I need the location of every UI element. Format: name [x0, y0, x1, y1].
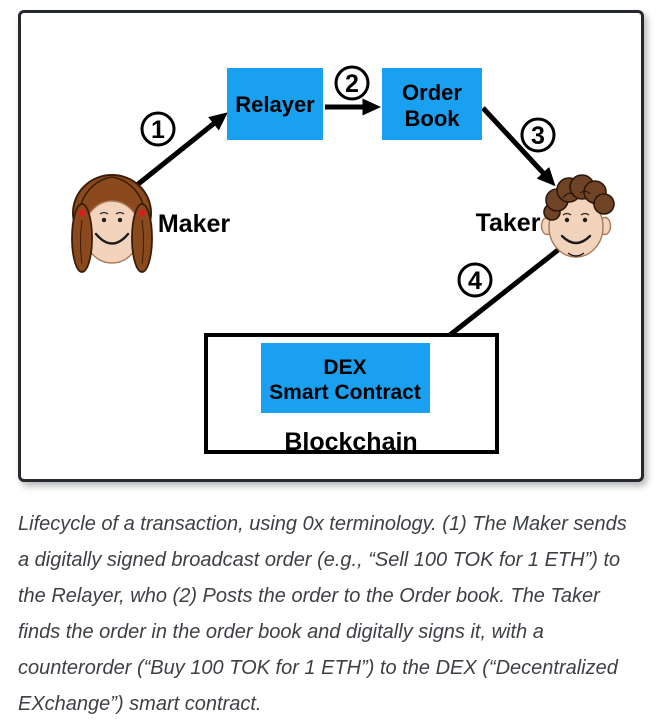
step-3-number: 3: [531, 122, 545, 150]
step-4-number: 4: [468, 267, 482, 295]
order-book-label-line1: Order: [402, 80, 462, 105]
order-book-label-line2: Book: [405, 106, 461, 131]
maker-hair-tie-right: [138, 209, 146, 217]
blockchain-container: DEX Smart Contract Blockchain: [204, 333, 499, 456]
taker-face-icon: [540, 174, 615, 258]
dex-label-line1: DEX: [323, 356, 366, 379]
step-2-badge: 2: [334, 65, 370, 101]
caption-line-3: the Relayer, who (2) Posts the order to …: [18, 585, 600, 607]
maker-actor: Maker: [71, 174, 231, 273]
step-1-badge: 1: [140, 111, 176, 147]
taker-label: Taker: [476, 209, 541, 237]
figure-frame: DEX Smart Contract Blockchain Relayer Or…: [18, 10, 644, 482]
taker-actor: Taker: [476, 174, 615, 258]
caption-line-6: EXchange”) smart contract.: [18, 693, 262, 715]
caption-line-5: counterorder (“Buy 100 TOK for 1 ETH”) t…: [18, 657, 618, 679]
figure-caption: Lifecycle of a transaction, using 0x ter…: [18, 506, 650, 722]
order-book-node: Order Book: [382, 68, 482, 140]
maker-face-icon: [71, 174, 153, 273]
caption-line-2: a digitally signed broadcast order (e.g.…: [18, 549, 621, 571]
dex-lifecycle-diagram: DEX Smart Contract Blockchain Relayer Or…: [71, 65, 615, 456]
arrow-3-orderbook-to-taker: [481, 106, 556, 187]
order-book-box: [382, 68, 482, 140]
arrow-1-maker-to-relayer: [135, 112, 228, 187]
step-1-number: 1: [151, 116, 165, 144]
step-2-number: 2: [345, 70, 359, 98]
dex-smart-contract-node: [261, 343, 430, 413]
caption-line-4: finds the order in the order book and di…: [18, 621, 544, 643]
relayer-node: Relayer: [227, 68, 323, 140]
blockchain-label: Blockchain: [284, 428, 417, 456]
step-3-badge: 3: [520, 117, 556, 153]
relayer-box: [227, 68, 323, 140]
dex-label-line2: Smart Contract: [269, 381, 421, 404]
step-4-badge: 4: [457, 262, 493, 298]
caption-line-1: Lifecycle of a transaction, using 0x ter…: [18, 513, 627, 535]
maker-hair-tie-left: [78, 209, 86, 217]
relayer-label: Relayer: [235, 92, 315, 117]
maker-label: Maker: [158, 210, 231, 238]
